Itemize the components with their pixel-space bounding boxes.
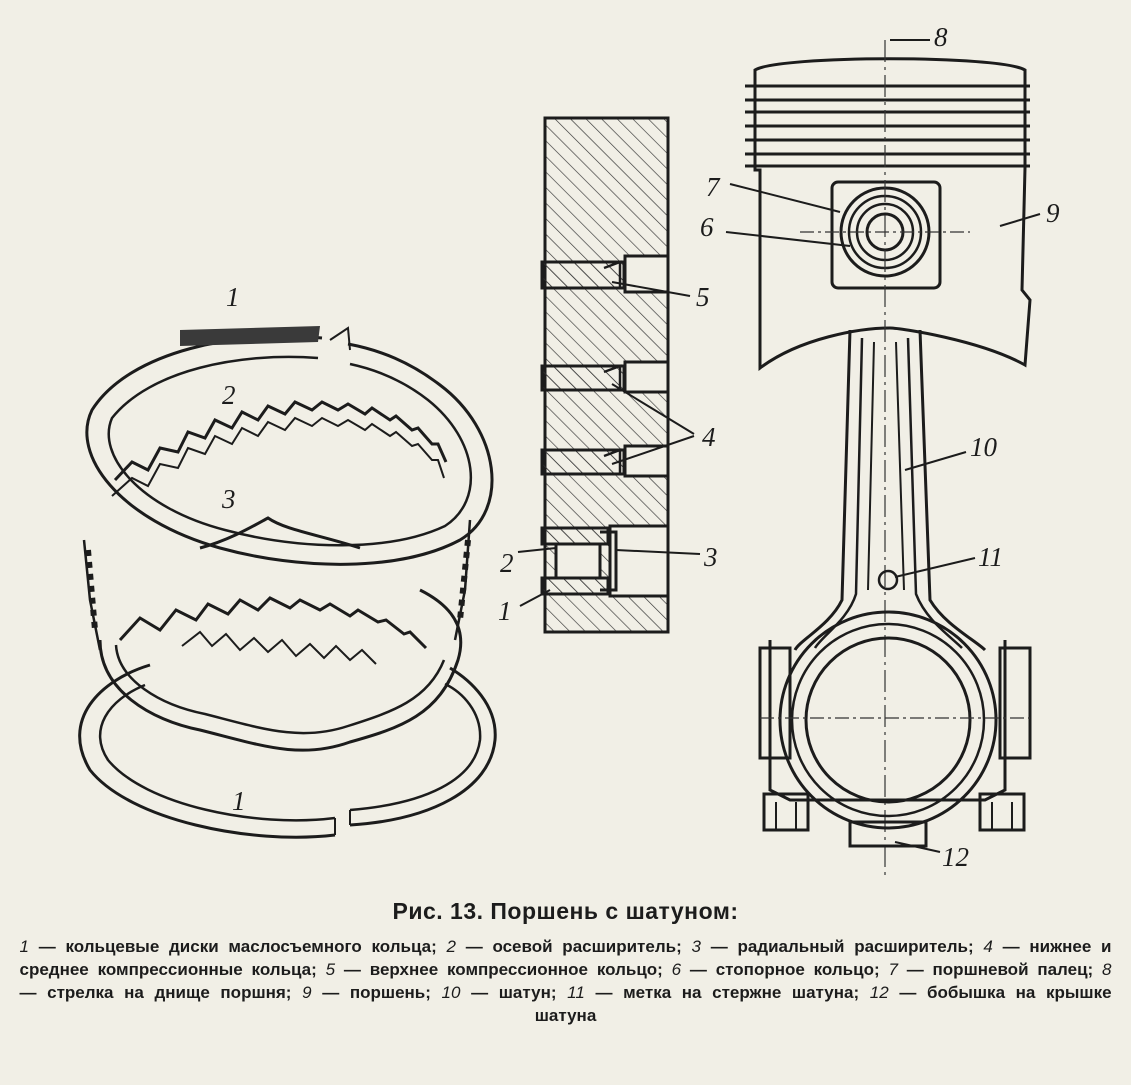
callout-3-section: 3 (703, 542, 718, 572)
legend-item: 3 — радиальный расширитель; (691, 937, 974, 956)
callout-7: 7 (706, 172, 721, 202)
rod-mark (877, 569, 899, 591)
legend-item: 8 — стрелка на днище поршня; (19, 960, 1112, 1002)
callout-5: 5 (696, 282, 710, 312)
cap-boss (848, 820, 928, 848)
callout-9: 9 (1046, 198, 1060, 228)
caption-legend: 1 — кольцевые диски маслосъемного кольца… (20, 935, 1112, 1027)
legend-item: 10 — шатун; (441, 983, 557, 1002)
radial-expander (199, 516, 361, 550)
figure-caption: Рис. 13. Поршень с шатуном: 1 — кольцевы… (0, 898, 1131, 1027)
caption-title: Рис. 13. Поршень с шатуном: (392, 898, 739, 924)
upper-ring-disk (85, 326, 494, 566)
lower-ring-disk (78, 663, 497, 839)
callout-10: 10 (970, 432, 998, 462)
callout-4: 4 (702, 422, 716, 452)
piston-and-rod (725, 39, 1041, 880)
piston (753, 57, 1032, 371)
oil-ring-assembly (78, 326, 497, 839)
piston-rod-diagram: 1 2 3 1 5 4 2 3 1 8 7 6 9 10 11 12 (78, 22, 1060, 880)
callout-labels: 1 2 3 1 5 4 2 3 1 8 7 6 9 10 11 12 (221, 22, 1060, 872)
connecting-rod (793, 329, 987, 652)
callout-6: 6 (700, 212, 714, 242)
callout-12: 12 (942, 842, 969, 872)
legend-item: 1 — кольцевые диски маслосъемного кольца… (19, 937, 437, 956)
callout-11: 11 (978, 542, 1003, 572)
callout-3-ring: 3 (221, 484, 236, 514)
legend-item: 9 — поршень; (302, 983, 431, 1002)
legend-item: 5 — верхнее компрессионное кольцо; (325, 960, 663, 979)
ring-grooves-section (517, 116, 701, 634)
legend-item: 7 — поршневой палец; (888, 960, 1094, 979)
axial-expander-section (554, 542, 602, 580)
callout-2-section: 2 (500, 548, 514, 578)
axial-expander-lower (118, 596, 428, 650)
callout-8: 8 (934, 22, 948, 52)
callout-2-ring: 2 (222, 380, 236, 410)
callout-1-bottom: 1 (232, 786, 246, 816)
legend-item: 2 — осевой расширитель; (446, 937, 682, 956)
axial-expander-upper (113, 400, 448, 482)
callout-1-section: 1 (498, 596, 512, 626)
legend-item: 11 — метка на стержне шатуна; (567, 983, 860, 1002)
legend-item: 6 — стопорное кольцо; (671, 960, 880, 979)
legend-item: 12 — бобышка на крышке шатуна (534, 983, 1112, 1025)
legend-item: 4 — нижнее и среднее компрессионные коль… (19, 937, 1112, 979)
callout-1-top: 1 (226, 282, 240, 312)
